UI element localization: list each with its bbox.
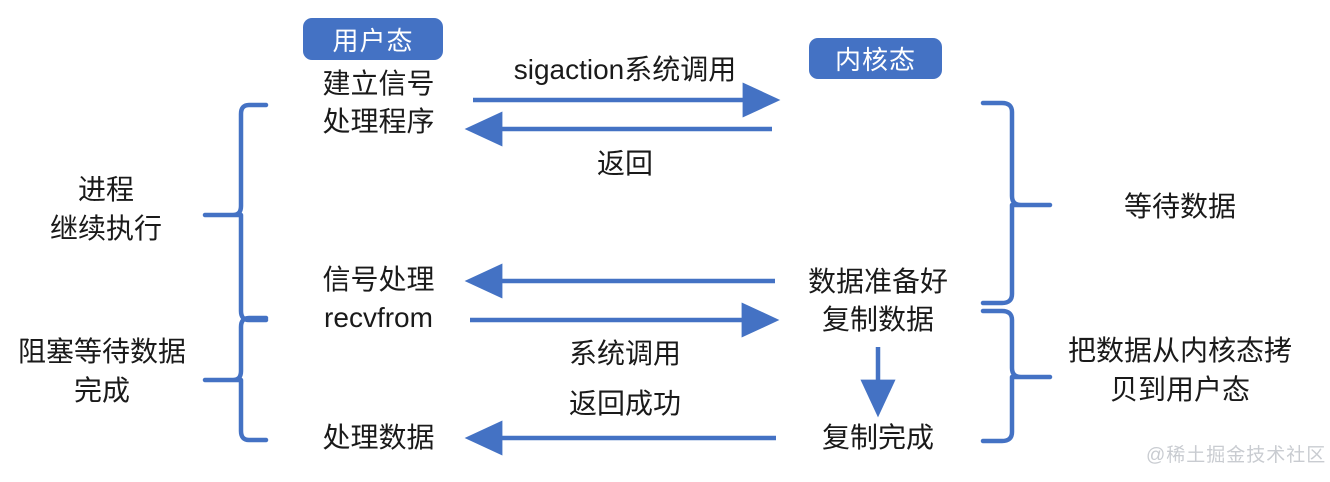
label-process-data: 处理数据 bbox=[322, 422, 435, 453]
left-brace-label-2-line1: 阻塞等待数据 bbox=[17, 336, 186, 367]
left-brace-1 bbox=[202, 102, 269, 323]
badge-kernel-mode: 内核态 bbox=[809, 38, 942, 79]
label-copy-done: 复制完成 bbox=[821, 422, 934, 453]
watermark: @稀土掘金技术社区 bbox=[1146, 445, 1327, 466]
left-brace-2 bbox=[202, 315, 269, 443]
label-copy-data: 复制数据 bbox=[821, 304, 934, 335]
label-setup-handler-line2: 处理程序 bbox=[322, 106, 435, 137]
left-brace-label-1-line2: 继续执行 bbox=[49, 213, 162, 244]
label-setup-handler-line1: 建立信号 bbox=[322, 68, 435, 99]
right-brace-label-1-line1: 等待数据 bbox=[1123, 191, 1236, 222]
right-brace-label-2-line1: 把数据从内核态拷 bbox=[1067, 335, 1292, 366]
right-brace-label-2-line2: 贝到用户态 bbox=[1109, 374, 1250, 405]
label-sigaction-syscall: sigaction系统调用 bbox=[513, 54, 737, 85]
label-return: 返回 bbox=[596, 148, 653, 179]
label-return-success: 返回成功 bbox=[568, 388, 681, 419]
right-brace-1 bbox=[980, 100, 1053, 306]
badge-user-mode: 用户态 bbox=[303, 18, 443, 60]
label-signal-handle: 信号处理 bbox=[322, 264, 435, 295]
label-syscall: 系统调用 bbox=[568, 338, 681, 369]
right-brace-2 bbox=[980, 308, 1053, 444]
label-data-ready: 数据准备好 bbox=[807, 266, 948, 297]
left-brace-label-2-line2: 完成 bbox=[73, 375, 130, 406]
left-brace-label-1-line1: 进程 bbox=[77, 174, 134, 205]
label-recvfrom: recvfrom bbox=[324, 302, 433, 333]
